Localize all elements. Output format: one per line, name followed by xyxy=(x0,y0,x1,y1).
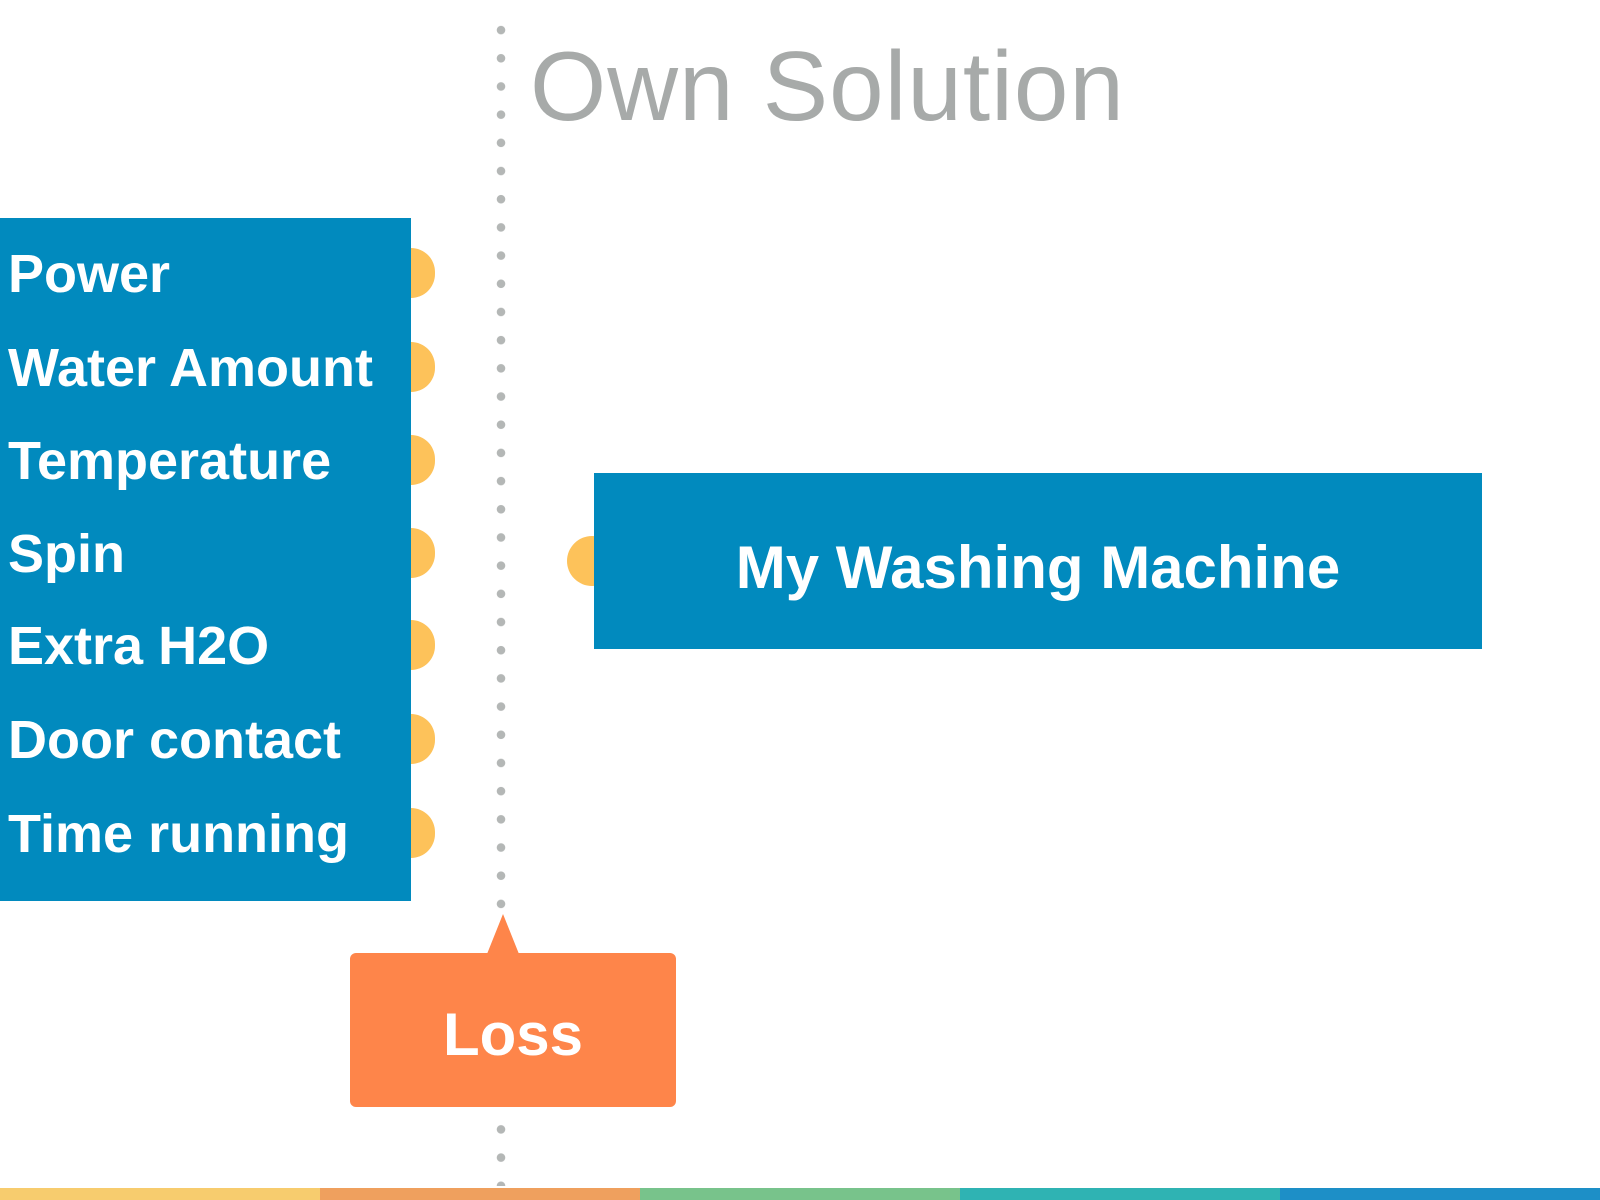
signal-label: Door contact xyxy=(8,710,342,770)
page-title: Own Solution xyxy=(530,31,1125,141)
bottom-color-bar xyxy=(0,1188,1600,1200)
dotted-divider xyxy=(496,16,506,1186)
color-bar-segment xyxy=(320,1188,640,1200)
connector-port-icon xyxy=(411,528,435,578)
color-bar-segment xyxy=(0,1188,320,1200)
connector-port-icon xyxy=(411,342,435,392)
signal-label: Spin xyxy=(8,524,125,584)
signal-label: Temperature xyxy=(8,431,332,491)
signal-label: Extra H2O xyxy=(8,616,270,676)
color-bar-segment xyxy=(960,1188,1280,1200)
signal-row-water-amount: Water Amount xyxy=(0,338,440,398)
signal-label: Power xyxy=(8,244,171,304)
signal-row-door-contact: Door contact xyxy=(0,710,440,770)
connector-port-icon xyxy=(411,808,435,858)
loss-pointer-icon xyxy=(487,914,519,954)
signal-row-power: Power xyxy=(0,244,440,304)
signal-list-box: Power Water Amount Temperature Spin Extr… xyxy=(0,218,435,901)
signal-row-temperature: Temperature xyxy=(0,431,440,491)
signal-label: Time running xyxy=(8,804,350,864)
signal-row-spin: Spin xyxy=(0,524,440,584)
connector-port-icon xyxy=(411,435,435,485)
loss-label: Loss xyxy=(442,1000,584,1068)
color-bar-segment xyxy=(640,1188,960,1200)
connector-port-icon xyxy=(411,714,435,764)
loss-callout: Loss xyxy=(350,953,676,1107)
signal-label: Water Amount xyxy=(8,338,373,398)
color-bar-segment xyxy=(1280,1188,1600,1200)
signal-row-extra-h2o: Extra H2O xyxy=(0,616,440,676)
connector-port-icon xyxy=(411,248,435,298)
machine-label: My Washing Machine xyxy=(735,533,1341,601)
signal-row-time-running: Time running xyxy=(0,804,440,864)
washing-machine-block: My Washing Machine xyxy=(594,473,1482,649)
connector-port-icon xyxy=(411,620,435,670)
